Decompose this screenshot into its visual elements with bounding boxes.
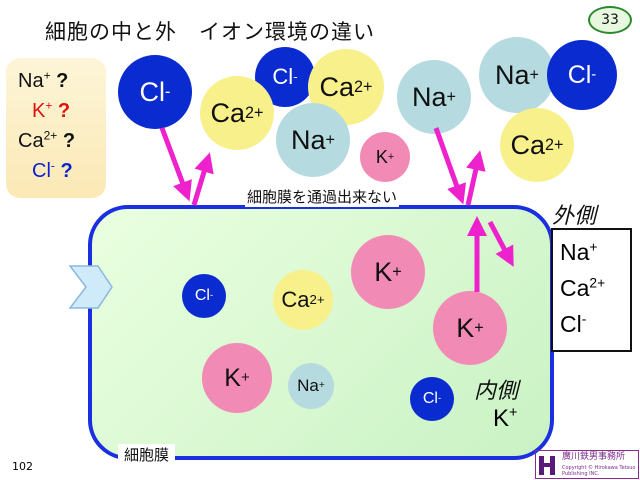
arrow-out-1: [191, 152, 214, 206]
membrane-label: 細胞膜: [118, 444, 176, 465]
question-ca: Ca2+ ?: [18, 128, 76, 152]
question-na: Na+ ?: [18, 68, 69, 92]
outside-ion-na: Na+: [479, 37, 555, 113]
outside-ion-na: Na+: [397, 60, 471, 134]
inside-ion-k: K+: [351, 235, 425, 309]
inside-label: 内側: [474, 379, 519, 404]
slide-title: 細胞の中と外 イオン環境の違い: [45, 20, 375, 44]
inside-ion-cl: Cl-: [182, 274, 226, 318]
inside-ion-na: Na+: [288, 363, 334, 409]
arrow-in-3: [487, 220, 514, 267]
outside-ion-cl: Cl-: [118, 55, 192, 129]
channel-notch-icon: [68, 265, 113, 309]
membrane-note: 細胞膜を通過出来ない: [245, 186, 400, 207]
arrow-in-2: [433, 127, 467, 205]
slide-number-badge: 33: [588, 6, 632, 34]
outside-ion-na: Na+: [276, 103, 350, 177]
inside-ion-k: K+: [202, 343, 272, 413]
question-box: Na+ ? K+ ? Ca2+ ? Cl- ?: [6, 58, 106, 198]
inside-ion-k: K+: [433, 291, 507, 365]
question-k: K+ ?: [32, 98, 71, 122]
outside-ion-box: Na+ Ca2+ Cl-: [551, 228, 632, 352]
inside-ion: K+: [493, 405, 518, 432]
outside-ion: Ca2+: [560, 275, 606, 301]
publisher-logo: 廣川鉄男事務所 Copyright © Hirokawa Tetsuo Publi…: [535, 450, 639, 479]
outside-ion-cl: Cl-: [547, 40, 617, 110]
outside-ion: Cl-: [560, 311, 587, 337]
outside-ion: Na+: [560, 239, 598, 265]
arrow-out-2: [465, 150, 486, 206]
arrow-in-1: [159, 127, 192, 202]
logo-mark-icon: [539, 456, 555, 475]
question-cl: Cl- ?: [32, 158, 73, 182]
logo-copyright: Copyright © Hirokawa Tetsuo Publishing I…: [562, 465, 636, 477]
outside-ion-k: K+: [360, 132, 410, 182]
inside-ion-cl: Cl-: [410, 377, 454, 421]
outside-label: 外側: [552, 204, 597, 229]
page-number: 102: [12, 460, 33, 473]
logo-name: 廣川鉄男事務所: [562, 452, 626, 462]
